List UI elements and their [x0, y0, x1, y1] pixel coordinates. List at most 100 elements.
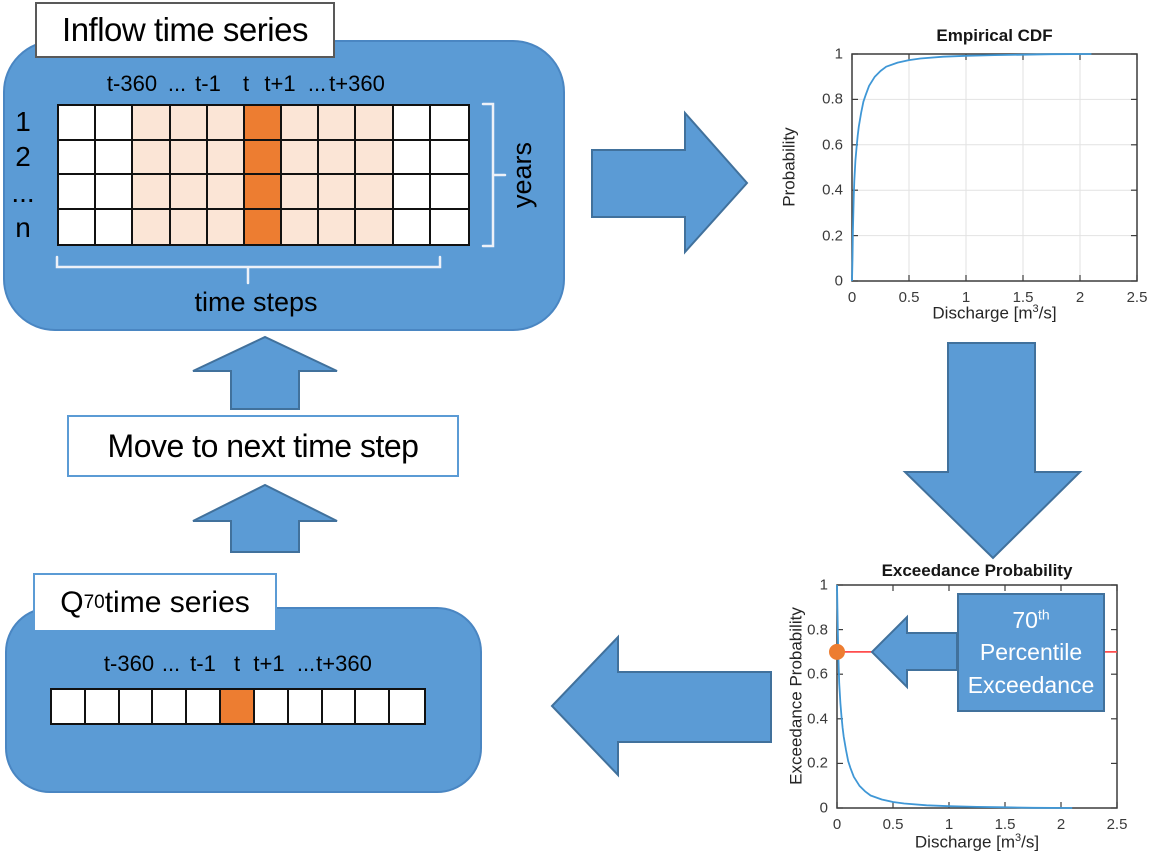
row-label: 1	[15, 105, 31, 137]
grid-cell	[282, 175, 320, 210]
column-label: ...	[161, 651, 181, 676]
y-tick-label: 0.6	[807, 665, 828, 683]
column-label: t+360	[316, 651, 372, 676]
x-tick-label: 1	[961, 289, 971, 306]
grid-cell	[430, 140, 468, 175]
grid-cell	[52, 690, 86, 723]
x-tick-label: 2.5	[1126, 289, 1148, 306]
grid-cell	[319, 209, 357, 244]
grid-cell-current-t	[221, 690, 255, 723]
grid-cell	[430, 175, 468, 210]
grid-cell	[207, 106, 245, 141]
grid-cell	[133, 209, 171, 244]
grid-cell	[393, 140, 431, 175]
grid-cell	[393, 175, 431, 210]
grid-cell-current-t	[244, 140, 283, 175]
grid-cell	[96, 175, 134, 210]
grid-cell	[430, 209, 468, 244]
grid-cell	[282, 209, 320, 244]
grid-cell	[282, 140, 320, 175]
column-label: t-360	[106, 71, 158, 96]
column-label: ...	[307, 71, 327, 96]
inflow-grid	[57, 104, 470, 246]
y-tick-label: 0.8	[807, 621, 828, 639]
grid-cell	[170, 106, 208, 141]
grid-cell	[319, 106, 357, 141]
x-tick-label: 1.5	[1012, 289, 1034, 306]
column-label: t+1	[253, 651, 285, 676]
grid-cell	[356, 209, 394, 244]
grid-cell	[393, 106, 431, 141]
x-tick-label: 1	[944, 816, 954, 833]
exceedance-plot-title: Exceedance Probability	[881, 561, 1073, 580]
grid-cell	[59, 106, 97, 141]
annotation-line-1: 70th	[1012, 605, 1050, 633]
grid-cell	[59, 175, 97, 210]
grid-cell	[96, 106, 134, 141]
empirical-cdf-plot: Empirical CDF Probability Discharge [m3/…	[780, 26, 1148, 323]
column-label: t	[242, 71, 250, 96]
percentile-annotation-box: 70th Percentile Exceedance	[957, 593, 1105, 712]
grid-cell	[322, 690, 357, 723]
row-label: n	[15, 212, 31, 244]
exceedance-probability-curve	[836, 584, 1073, 809]
move-to-next-time-step-box: Move to next time step	[67, 415, 459, 477]
x-tick-label: 2.5	[1106, 816, 1128, 833]
arrow-inflow-to-cdf	[591, 110, 749, 255]
cdf-plot-title: Empirical CDF	[936, 26, 1053, 45]
grid-cell	[170, 209, 208, 244]
inflow-title-box: Inflow time series	[35, 2, 335, 58]
column-label: t-1	[195, 71, 221, 96]
grid-cell	[170, 140, 208, 175]
grid-cell	[356, 175, 394, 210]
cdf-ylabel: Probability	[779, 127, 799, 207]
grid-cell	[133, 175, 171, 210]
column-label: t+1	[264, 71, 296, 96]
cdf-xlabel: Discharge [m3/s]	[932, 303, 1057, 323]
grid-cell-current-t	[244, 209, 283, 244]
y-tick-label: 0.4	[807, 710, 828, 728]
grid-cell	[207, 140, 245, 175]
grid-cell	[96, 209, 134, 244]
x-tick-label: 2	[1075, 289, 1085, 306]
grid-cell	[153, 690, 188, 723]
x-tick-label: 0	[832, 816, 842, 833]
x-tick-label: 1.5	[994, 816, 1016, 833]
exceedance-ylabel: Exceedance Probability	[786, 607, 806, 785]
annotation-line-2: Percentile	[979, 639, 1083, 666]
grid-cell-current-t	[244, 175, 283, 210]
grid-cell	[119, 690, 154, 723]
arrow-percentile-pointer	[870, 614, 958, 690]
column-label: t-1	[190, 651, 216, 676]
row-label: ...	[11, 176, 35, 208]
q70-grid	[50, 688, 426, 725]
x-tick-label: 0	[847, 289, 857, 306]
arrow-cdf-to-exceedance	[902, 342, 1083, 560]
arrow-exceedance-to-q70	[550, 634, 772, 778]
x-tick-label: 0.5	[882, 816, 904, 833]
y-tick-label: 0.2	[822, 227, 843, 245]
grid-cell-current-t	[244, 106, 283, 141]
x-tick-label: 0.5	[898, 289, 920, 306]
y-tick-label: 0.2	[807, 754, 828, 772]
y-tick-label: 1	[834, 45, 843, 63]
y-tick-label: 0.6	[822, 136, 843, 154]
y-tick-label: 0.8	[822, 90, 843, 108]
exceedance-probability-plot: Exceedance Probability Exceedance Probab…	[787, 561, 1128, 852]
grid-cell	[430, 106, 468, 141]
grid-cell	[96, 140, 134, 175]
column-label: t+360	[329, 71, 385, 96]
arrow-move-to-inflow	[192, 335, 338, 410]
grid-cell	[282, 106, 320, 141]
grid-cell	[187, 690, 222, 723]
years-label: years	[507, 141, 537, 209]
grid-cell	[207, 175, 245, 210]
grid-cell	[319, 140, 357, 175]
column-label: ...	[296, 651, 316, 676]
cdf-axes	[851, 53, 1138, 282]
grid-cell	[356, 106, 394, 141]
grid-cell	[133, 140, 171, 175]
time-steps-label: time steps	[194, 287, 318, 317]
